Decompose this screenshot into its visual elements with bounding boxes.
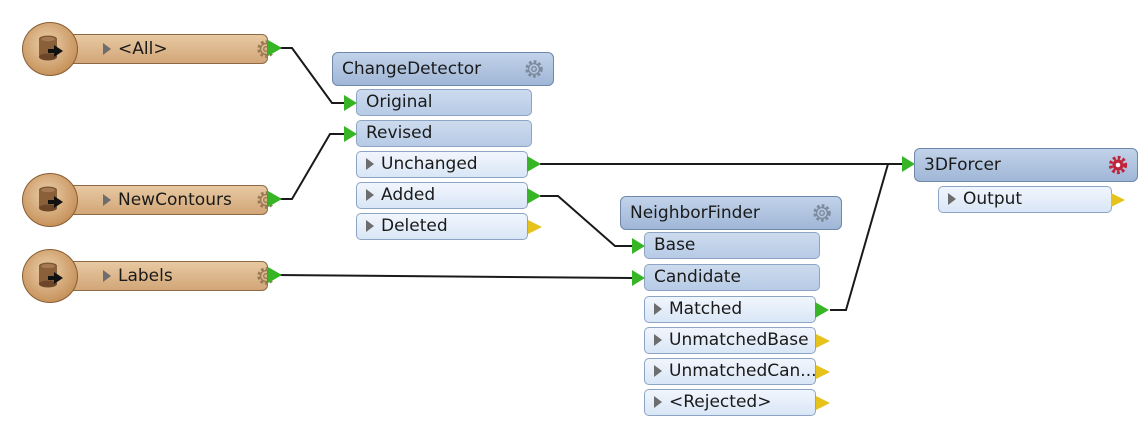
input-port-revised[interactable]: Revised [356, 120, 532, 147]
output-port-rejected[interactable]: <Rejected> [644, 389, 816, 416]
connected-port-icon[interactable] [527, 156, 541, 172]
port-label: UnmatchedCan... [669, 361, 817, 381]
output-port-unmatchedcandidate[interactable]: UnmatchedCan... [644, 358, 817, 385]
connection-labels-to-candidate [275, 274, 633, 279]
gear-alert-icon[interactable] [1107, 154, 1129, 176]
transformer-header[interactable]: 3DForcer [914, 148, 1138, 182]
expand-icon[interactable] [654, 365, 662, 377]
gear-icon[interactable] [811, 202, 833, 224]
expand-icon[interactable] [654, 303, 662, 315]
port-label: Added [381, 185, 436, 205]
port-label: Deleted [381, 216, 448, 236]
unconnected-port-icon[interactable] [816, 334, 830, 348]
input-port-candidate[interactable]: Candidate [644, 264, 820, 291]
input-port-arrow[interactable] [632, 238, 645, 254]
connection-added-to-base [540, 195, 632, 247]
reader-body: NewContours [52, 185, 275, 215]
connected-port-icon[interactable] [527, 188, 541, 204]
expand-icon[interactable] [654, 334, 662, 346]
output-port-unmatchedbase[interactable]: UnmatchedBase [644, 327, 816, 354]
output-port-deleted[interactable]: Deleted [356, 213, 528, 240]
port-label: Candidate [654, 267, 741, 287]
output-port-output[interactable]: Output [938, 186, 1112, 213]
port-label: Original [366, 92, 433, 112]
port-label: Revised [366, 123, 433, 143]
unconnected-port-icon[interactable] [816, 365, 830, 379]
transformer-header[interactable]: NeighborFinder [620, 196, 842, 230]
port-label: Base [654, 235, 696, 255]
input-port-original[interactable]: Original [356, 89, 532, 116]
port-label: Unchanged [381, 154, 478, 174]
reader-newcontours[interactable]: NewContours [22, 173, 282, 227]
transformer-header[interactable]: ChangeDetector [332, 52, 554, 86]
expand-icon[interactable] [654, 396, 662, 408]
input-port-arrow[interactable] [632, 270, 645, 286]
input-port-arrow[interactable] [902, 156, 915, 172]
reader-label: <All> [118, 39, 168, 59]
input-port-arrow[interactable] [344, 126, 357, 142]
expand-icon[interactable] [948, 193, 956, 205]
transformer-title: 3DForcer [924, 155, 1001, 175]
database-reader-icon [22, 249, 78, 303]
output-port-matched[interactable]: Matched [644, 296, 816, 323]
expand-icon[interactable] [366, 158, 374, 170]
reader-label: Labels [118, 266, 173, 286]
unconnected-port-icon[interactable] [816, 396, 830, 410]
expand-icon[interactable] [103, 270, 111, 282]
reader-output-port[interactable] [268, 267, 282, 283]
output-port-unchanged[interactable]: Unchanged [356, 151, 528, 178]
database-reader-icon [22, 22, 78, 76]
expand-icon[interactable] [366, 189, 374, 201]
gear-icon[interactable] [523, 58, 545, 80]
connection-matched-to-3dforcer [830, 163, 902, 311]
unconnected-port-icon[interactable] [528, 220, 542, 234]
reader-body: <All> [52, 34, 275, 64]
connection-newcontours-to-revised [276, 133, 345, 200]
port-label: <Rejected> [669, 392, 772, 412]
connected-port-icon[interactable] [815, 302, 829, 318]
unconnected-port-icon[interactable] [1111, 193, 1125, 207]
reader-label: NewContours [118, 190, 232, 210]
port-label: Matched [669, 299, 743, 319]
reader-output-port[interactable] [268, 191, 282, 207]
port-label: UnmatchedBase [669, 330, 809, 350]
reader-output-port[interactable] [268, 40, 282, 56]
expand-icon[interactable] [366, 220, 374, 232]
transformer-title: ChangeDetector [342, 59, 482, 79]
transformer-title: NeighborFinder [630, 203, 760, 223]
input-port-base[interactable]: Base [644, 232, 820, 259]
output-port-added[interactable]: Added [356, 182, 528, 209]
expand-icon[interactable] [103, 194, 111, 206]
database-reader-icon [22, 173, 78, 227]
reader-labels[interactable]: Labels [22, 249, 282, 303]
expand-icon[interactable] [103, 43, 111, 55]
reader-all[interactable]: <All> [22, 22, 282, 76]
input-port-arrow[interactable] [344, 95, 357, 111]
port-label: Output [963, 189, 1023, 209]
reader-body: Labels [52, 261, 275, 291]
